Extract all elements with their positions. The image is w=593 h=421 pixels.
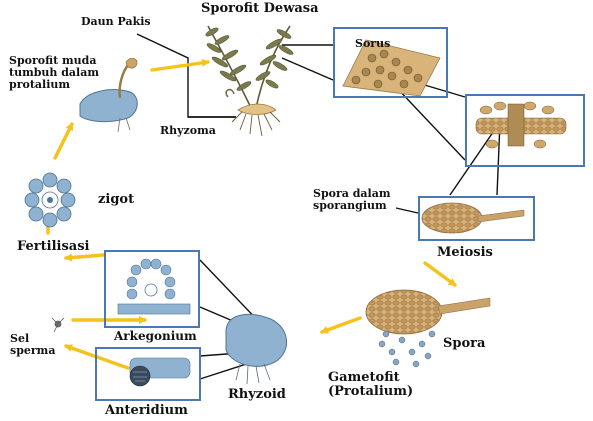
frame-sorus-cross-section	[465, 94, 585, 167]
label-spora: Spora	[443, 336, 486, 351]
cycle-arrows	[44, 58, 457, 370]
frame-antheridium	[95, 347, 201, 401]
young-sporophyte-illustration	[79, 57, 138, 133]
label-sporofit-dewasa: Sporofit Dewasa	[201, 1, 319, 16]
sorus-cross-section-illustration	[475, 101, 567, 149]
label-rhyzoma: Rhyzoma	[160, 124, 216, 137]
frame-archegonium	[104, 250, 200, 328]
label-daun-pakis: Daun Pakis	[81, 15, 151, 28]
frame-sorus	[333, 27, 448, 98]
archegonium-illustration	[117, 258, 191, 315]
sporangium-illustration	[421, 202, 525, 234]
mature-fern-illustration	[205, 25, 294, 137]
label-zigot: zigot	[98, 192, 135, 207]
gametophyte-illustration	[225, 313, 288, 385]
label-fertilisasi: Fertilisasi	[17, 239, 90, 254]
label-meiosis: Meiosis	[437, 245, 493, 260]
label-sorus: Sorus	[355, 37, 391, 50]
label-sel-sperma: Sel sperma	[10, 332, 56, 358]
label-spora-dalam-sporangium: Spora dalam sporangium	[313, 187, 391, 213]
label-rhyzoid: Rhyzoid	[228, 387, 286, 402]
label-anteridium: Anteridium	[105, 403, 188, 418]
antheridium-illustration	[129, 357, 191, 387]
spore-release-illustration	[365, 289, 491, 368]
sorus-illustration	[342, 39, 441, 97]
label-arkegonium: Arkegonium	[114, 329, 197, 343]
zygote-illustration	[24, 172, 76, 228]
label-sporofit-muda: Sporofit muda tumbuh dalam protalium	[9, 54, 99, 92]
sperm-cell-illustration	[51, 317, 65, 333]
frame-sporangium	[418, 196, 535, 241]
label-gametofit: Gametofit (Protalium)	[328, 370, 414, 400]
